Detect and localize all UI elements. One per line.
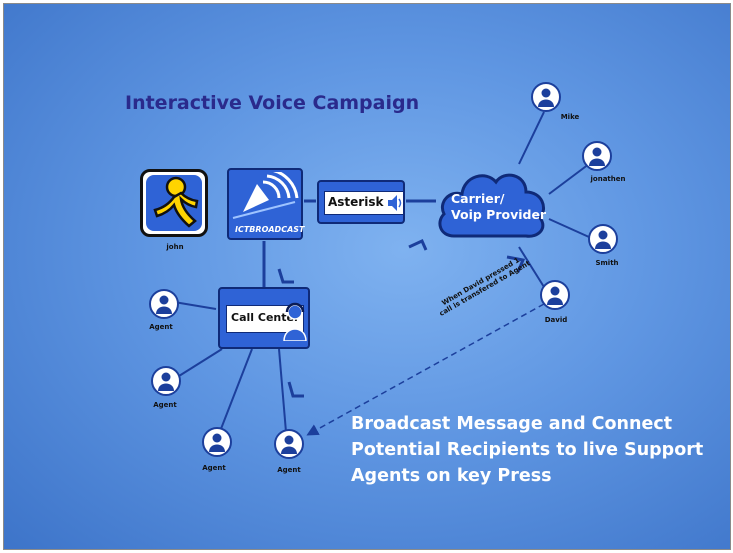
- headset-agent-icon: [283, 302, 307, 341]
- flow-arrow-down-2: [287, 381, 304, 398]
- link-cloud-david: [518, 246, 545, 288]
- agent-2-label: Agent: [153, 401, 177, 409]
- agent-1-label: Agent: [149, 323, 173, 331]
- person-jonathen: [582, 141, 612, 171]
- flow-arrow-down-1: [277, 268, 294, 284]
- flow-arrow-up: [506, 255, 526, 273]
- speaker-icon: [388, 195, 402, 211]
- person-icon: [209, 433, 225, 452]
- john-label: john: [166, 243, 184, 251]
- carrier-label-line-2: Voip Provider: [451, 207, 547, 222]
- person-jonathen-label: jonathen: [590, 175, 626, 183]
- agent-2: [151, 366, 181, 396]
- caption: Broadcast Message and Connect Potential …: [351, 411, 703, 489]
- diagram-canvas: Interactive Voice Campaign john ICTBROAD…: [3, 3, 731, 550]
- link-cloud-mike: [518, 111, 545, 165]
- person-mike-label: Mike: [560, 113, 580, 121]
- person-smith-label: Smith: [595, 259, 619, 267]
- link-cc-agent1: [173, 301, 217, 310]
- person-icon: [589, 147, 605, 166]
- agent-3: [202, 427, 232, 457]
- link-cc-agent3: [218, 348, 253, 435]
- caption-line-3: Agents on key Press: [351, 466, 552, 486]
- person-icon: [595, 230, 611, 249]
- person-david: [540, 280, 570, 310]
- agent-4: [274, 429, 304, 459]
- asterisk-panel: Asterisk: [324, 191, 404, 215]
- person-smith: [588, 224, 618, 254]
- person-icon: [158, 372, 174, 391]
- ictbroadcast-label: ICTBROADCAST: [235, 225, 305, 234]
- caption-line-1: Broadcast Message and Connect: [351, 414, 673, 434]
- agent-1: [149, 289, 179, 319]
- agent-3-label: Agent: [202, 464, 226, 472]
- agent-4-label: Agent: [277, 466, 301, 474]
- flow-arrow-left: [408, 239, 428, 251]
- transfer-arrow: [306, 303, 545, 436]
- broadcast-signal-icon: [232, 172, 299, 219]
- link-cloud-smith: [548, 218, 590, 238]
- carrier-label-line-1: Carrier/: [451, 191, 505, 206]
- person-icon: [156, 295, 172, 314]
- link-cloud-jonathen: [548, 163, 590, 195]
- aim-messenger-icon: [146, 175, 202, 231]
- caption-line-2: Potential Recipients to live Support: [351, 440, 704, 460]
- link-cc-agent2: [178, 348, 223, 377]
- call-center-box: Call Center: [218, 287, 310, 349]
- person-david-label: David: [544, 316, 568, 324]
- asterisk-label: Asterisk: [328, 195, 384, 209]
- john-aim-box: [140, 169, 208, 237]
- cloud-icon: [438, 173, 545, 238]
- link-cc-agent4: [278, 348, 287, 433]
- person-icon: [547, 286, 563, 305]
- asterisk-box: Asterisk: [317, 180, 405, 224]
- person-icon: [538, 88, 554, 107]
- person-icon: [281, 435, 297, 454]
- connection-lines: [173, 111, 590, 436]
- person-mike: [531, 82, 561, 112]
- diagram-title: Interactive Voice Campaign: [125, 92, 420, 114]
- call-center-label: Call Center: [231, 311, 300, 324]
- ictbroadcast-box: ICTBROADCAST: [227, 168, 305, 240]
- carrier-label: Carrier/ Voip Provider: [451, 191, 546, 223]
